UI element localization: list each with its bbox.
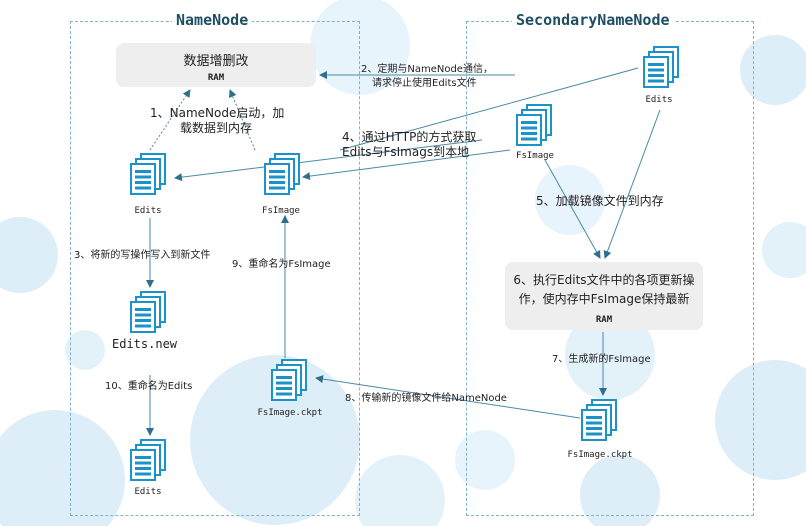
secondary-fsimage-icon	[513, 103, 555, 149]
step7-label: 7、生成新的FsImage	[552, 354, 651, 365]
secondary-edits-label: Edits	[645, 95, 673, 105]
namenode-fsimage-ckpt-icon	[268, 358, 310, 404]
secondary-edits-icon	[640, 45, 682, 91]
secondary-ram-line1: 6、执行Edits文件中的各项更新操	[513, 273, 695, 287]
namenode-fsimage-icon	[261, 152, 303, 198]
secondary-ram-label: RAM	[595, 315, 613, 325]
secondary-ram-line2: 作，使内存中FsImage保持最新	[518, 292, 690, 306]
namenode-ram-box: 数据增删改 RAM	[116, 43, 316, 87]
namenode-edits-new-icon	[127, 290, 169, 336]
step10-label: 10、重命名为Edits	[105, 381, 193, 392]
step9-label: 9、重命名为FsImage	[232, 259, 331, 270]
namenode-edits-icon	[127, 152, 169, 198]
namenode-edits-label: Edits	[134, 206, 162, 216]
namenode-ram-text: 数据增删改	[183, 54, 249, 69]
step5-label: 5、加载镜像文件到内存	[536, 194, 664, 208]
step4-line1: 4、通过HTTP的方式获取	[342, 130, 477, 144]
step8-label: 8、传输新的镜像文件给NameNode	[345, 393, 507, 404]
namenode-title: NameNode	[172, 11, 253, 29]
namenode-fsimage-ckpt-label: FsImage.ckpt	[257, 408, 323, 418]
namenode-edits-bottom-icon	[127, 438, 169, 484]
namenode-edits-new-label: Edits.new	[112, 337, 178, 351]
step2-line2: 请求停止使用Edits文件	[372, 78, 477, 89]
secondary-fsimage-ckpt-label: FsImage.ckpt	[567, 450, 633, 460]
namenode-edits-bottom-label: Edits	[134, 487, 162, 497]
namenode-fsimage-label: FsImage	[262, 206, 300, 216]
secondary-ram-box: 6、执行Edits文件中的各项更新操 作，使内存中FsImage保持最新 RAM	[505, 262, 703, 330]
step1-line2: 载数据到内存	[180, 121, 253, 135]
step4-line2: Edits与FsImags到本地	[342, 145, 470, 159]
step1-line1: 1、NameNode启动，加	[150, 106, 285, 120]
namenode-ram-label: RAM	[207, 73, 225, 83]
secondary-fsimage-label: FsImage	[516, 151, 554, 161]
secondary-fsimage-ckpt-icon	[578, 398, 620, 444]
secondary-title: SecondaryNameNode	[512, 11, 674, 29]
step3-label: 3、将新的写操作写入到新文件	[74, 250, 211, 261]
step2-line1: 2、定期与NameNode通信，	[361, 64, 493, 75]
